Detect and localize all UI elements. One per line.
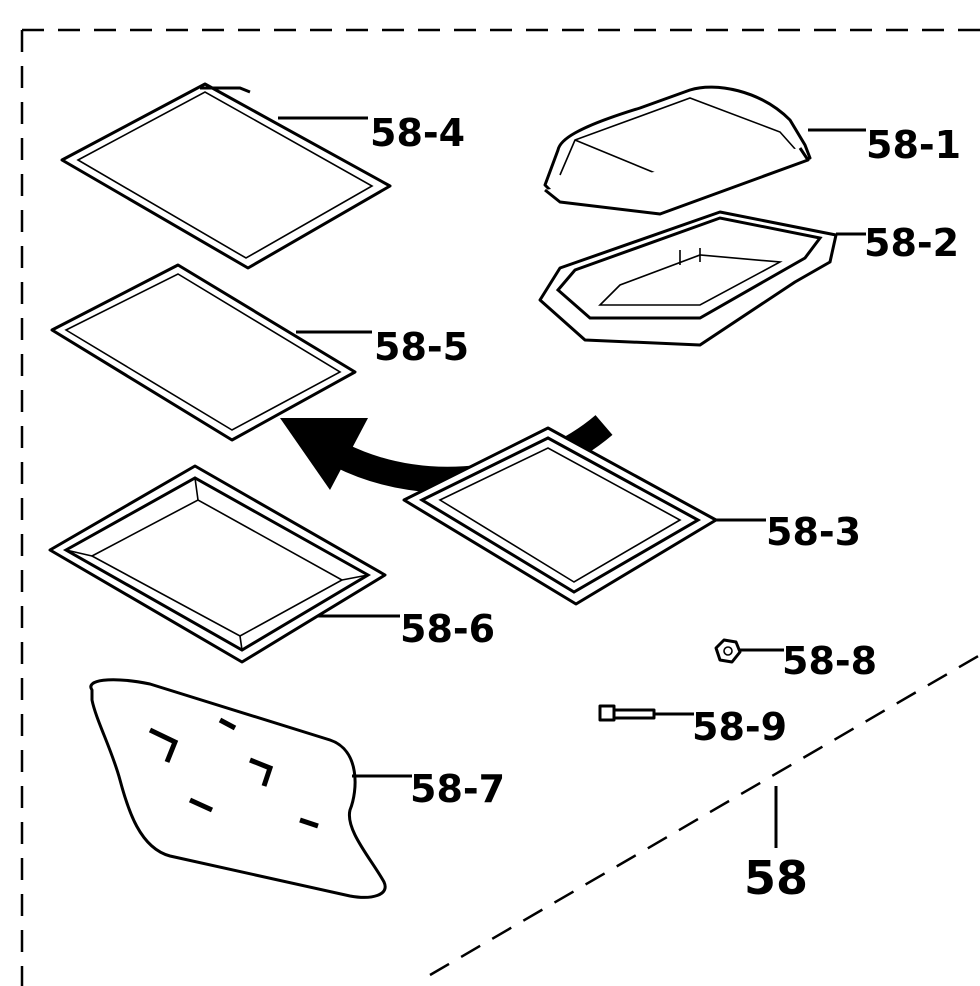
group-boundary bbox=[20, 28, 980, 986]
part-label-58-4: 58-4 bbox=[370, 111, 465, 155]
part-label-58-5: 58-5 bbox=[374, 325, 469, 369]
part-label-58-8: 58-8 bbox=[782, 639, 877, 683]
part-label-58-2: 58-2 bbox=[864, 221, 959, 265]
part-58-7-textured-mat bbox=[89, 678, 387, 899]
part-58-8-nut bbox=[714, 638, 742, 664]
part-58-2-vessel bbox=[538, 210, 838, 347]
group-label-58: 58 bbox=[744, 851, 808, 905]
part-label-58-7: 58-7 bbox=[410, 767, 505, 811]
part-label-58-1: 58-1 bbox=[866, 123, 961, 167]
part-label-58-6: 58-6 bbox=[400, 607, 495, 651]
part-58-6-deep-baking-tray bbox=[48, 464, 387, 664]
part-58-1-lid bbox=[543, 85, 812, 216]
part-58-3-shallow-tray bbox=[402, 426, 718, 606]
part-58-5-grill-plate bbox=[50, 263, 357, 442]
part-58-9-screw bbox=[598, 704, 656, 722]
part-label-58-9: 58-9 bbox=[692, 705, 787, 749]
part-58-4-grill-rack bbox=[60, 82, 392, 270]
part-label-58-3: 58-3 bbox=[766, 510, 861, 554]
